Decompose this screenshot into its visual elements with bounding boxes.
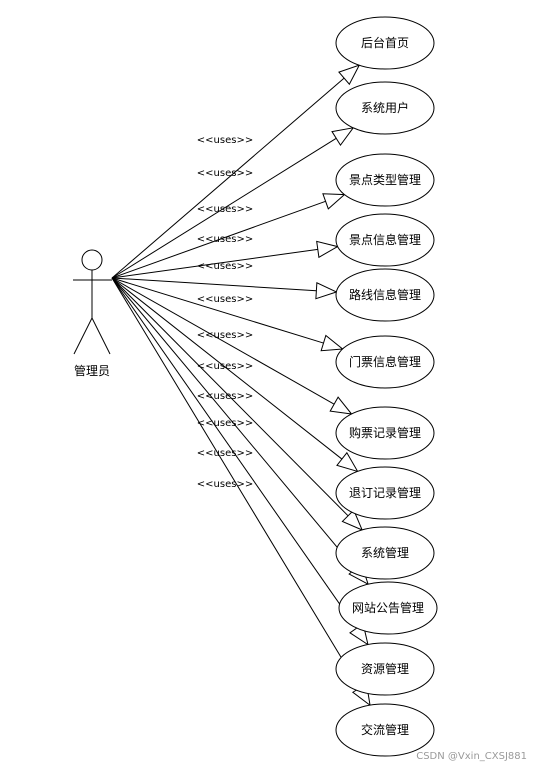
relation-line [111, 277, 324, 344]
use-case-ellipse [335, 526, 435, 580]
actor-admin: 管理员 [73, 249, 112, 378]
use-case-ellipse [335, 153, 435, 207]
relation-arrowhead [331, 127, 355, 147]
actor-head [81, 249, 103, 271]
relation-line [111, 200, 326, 279]
use-case: 景点信息管理 [335, 213, 435, 267]
use-case: 网站公告管理 [338, 581, 438, 635]
relation-arrowhead [341, 509, 364, 531]
use-case-label: 系统管理 [361, 545, 409, 560]
relation-line [111, 277, 317, 292]
use-case: 景点类型管理 [335, 153, 435, 207]
use-case-label: 门票信息管理 [349, 354, 421, 369]
relation-line [111, 277, 361, 689]
relation-arrowhead [315, 281, 338, 300]
use-case-ellipse [338, 581, 438, 635]
use-case: 交流管理 [335, 703, 435, 757]
use-case-ellipse [335, 703, 435, 757]
uses-label: <<uses>> [197, 330, 253, 341]
use-case: 路线信息管理 [335, 268, 435, 322]
use-case-label: 网站公告管理 [352, 600, 424, 615]
use-case-label: 购票记录管理 [349, 425, 421, 440]
relation-line [111, 277, 343, 460]
relations-layer [111, 64, 371, 707]
use-case-ellipse [335, 335, 435, 389]
relation-line [111, 277, 357, 629]
actor-leg-left [73, 317, 93, 355]
use-case-ellipse [335, 268, 435, 322]
relation-arrowhead [316, 240, 339, 259]
use-case-ellipse [335, 213, 435, 267]
use-case: 资源管理 [335, 642, 435, 696]
relation-line [111, 277, 356, 570]
uses-label: <<uses>> [197, 234, 253, 245]
uses-label: <<uses>> [197, 168, 253, 179]
relation-line [111, 77, 345, 279]
relation-arrowhead [338, 64, 361, 86]
use-case: 系统管理 [335, 526, 435, 580]
relation-line [111, 137, 337, 279]
uses-labels-layer: <<uses>> <<uses>> <<uses>> <<uses>> <<uses>>… [197, 135, 253, 490]
use-case: 后台首页 [335, 16, 435, 70]
use-cases-layer: 后台首页系统用户景点类型管理景点信息管理路线信息管理门票信息管理购票记录管理退订… [335, 16, 438, 757]
relation-arrowhead [329, 396, 353, 415]
use-case: 门票信息管理 [335, 335, 435, 389]
uses-label: <<uses>> [197, 294, 253, 305]
relation-line [111, 277, 335, 405]
uses-label: <<uses>> [197, 261, 253, 272]
relation-arrowhead [320, 334, 344, 352]
uses-label: <<uses>> [197, 391, 253, 402]
uses-label: <<uses>> [197, 135, 253, 146]
use-case-ellipse [335, 406, 435, 460]
use-case: 系统用户 [335, 81, 435, 135]
relation-arrowhead [322, 193, 346, 210]
use-case-ellipse [335, 16, 435, 70]
watermark: CSDN @Vxin_CXSJ881 [416, 751, 527, 762]
relation-arrowhead [336, 451, 359, 473]
use-case-label: 景点类型管理 [349, 172, 421, 187]
use-case-label: 交流管理 [361, 722, 409, 737]
actor-label: 管理员 [74, 363, 110, 378]
use-case-label: 景点信息管理 [349, 232, 421, 247]
uses-label: <<uses>> [197, 479, 253, 490]
use-case: 购票记录管理 [335, 406, 435, 460]
uses-label: <<uses>> [197, 418, 253, 429]
use-case: 退订记录管理 [335, 466, 435, 520]
use-case-label: 路线信息管理 [349, 287, 421, 302]
actor-leg-right [91, 317, 111, 355]
uses-label: <<uses>> [197, 448, 253, 459]
use-case-label: 后台首页 [361, 35, 409, 50]
use-case-label: 退订记录管理 [349, 485, 421, 500]
use-case-ellipse [335, 81, 435, 135]
use-case-ellipse [335, 466, 435, 520]
use-case-label: 资源管理 [361, 661, 409, 676]
uses-label: <<uses>> [197, 204, 253, 215]
uses-label: <<uses>> [197, 361, 253, 372]
relation-line [111, 248, 318, 279]
use-case-ellipse [335, 642, 435, 696]
use-case-label: 系统用户 [361, 100, 409, 115]
relation-line [111, 277, 349, 517]
